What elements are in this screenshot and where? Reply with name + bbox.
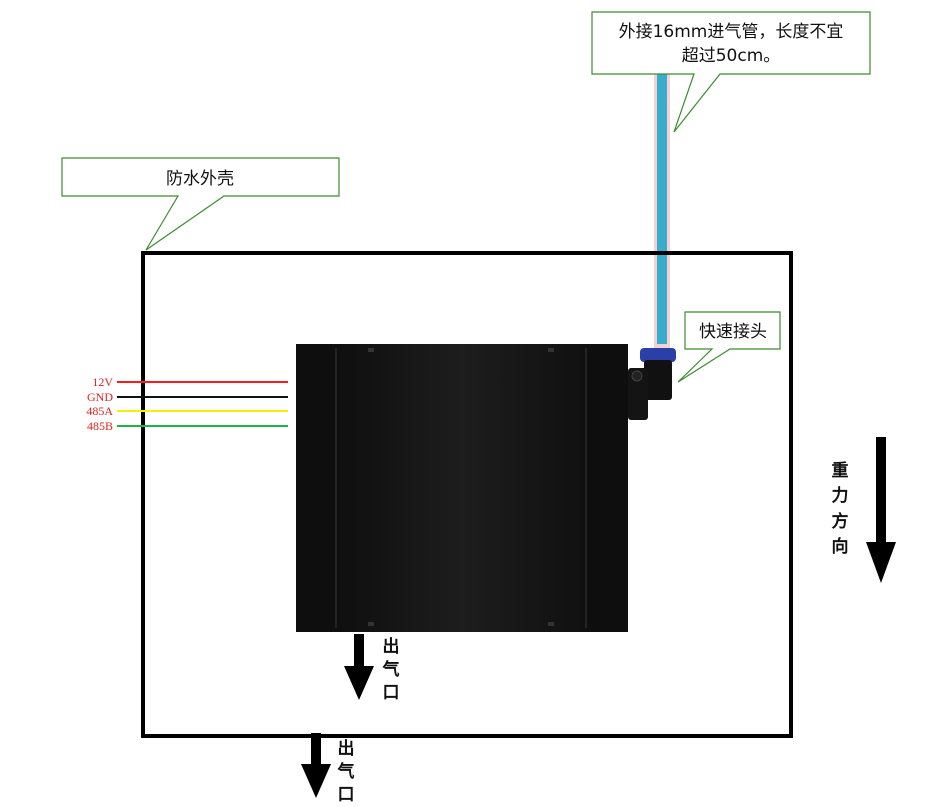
quick-connector: [628, 348, 676, 420]
svg-text:气: 气: [337, 761, 355, 782]
callout-air-pipe-line2: 超过50cm。: [682, 46, 781, 66]
svg-text:气: 气: [382, 659, 400, 680]
callout-connector: 快速接头: [677, 311, 781, 383]
wire-label-485a: 485A: [86, 404, 113, 418]
device-body: [296, 344, 628, 632]
svg-text:重: 重: [832, 460, 849, 481]
svg-text:出: 出: [383, 636, 400, 657]
callout-air-pipe: 外接16mm进气管，长度不宜 超过50cm。: [591, 11, 871, 133]
outlet-outer-label: 出 气 口: [337, 738, 355, 805]
callout-housing-label: 防水外壳: [166, 169, 234, 189]
gravity-label: 重 力 方 向: [832, 460, 849, 557]
outlet-inner-arrow: [344, 634, 374, 700]
callout-air-pipe-line1: 外接16mm进气管，长度不宜: [619, 22, 844, 42]
svg-text:向: 向: [832, 536, 849, 557]
outlet-inner-label: 出 气 口: [382, 636, 400, 703]
outlet-outer-arrow: [301, 733, 331, 798]
inlet-pipe: [654, 72, 670, 348]
callout-housing: 防水外壳: [61, 157, 340, 251]
wire-label-12v: 12V: [92, 375, 113, 389]
svg-text:口: 口: [338, 785, 355, 805]
svg-text:出: 出: [338, 738, 355, 759]
svg-text:方: 方: [832, 511, 849, 532]
waterproof-housing: [141, 251, 793, 738]
wire-label-485b: 485B: [87, 419, 113, 433]
wire-label-gnd: GND: [87, 390, 113, 404]
callout-connector-label: 快速接头: [699, 322, 767, 342]
gravity-arrow: [866, 437, 896, 583]
wire-group: 12V GND 485A 485B: [86, 375, 288, 433]
svg-text:口: 口: [383, 683, 400, 703]
svg-text:力: 力: [832, 485, 849, 506]
